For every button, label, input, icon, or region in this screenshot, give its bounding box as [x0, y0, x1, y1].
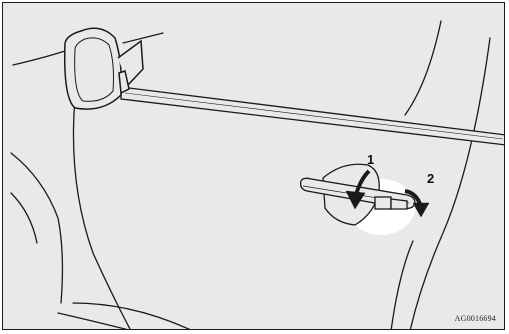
car-door-illustration: 1 2 — [3, 3, 505, 330]
belt-trim — [121, 87, 505, 145]
callout-2: 2 — [427, 171, 434, 186]
callout-1: 1 — [367, 152, 374, 167]
figure-frame: 1 2 AG0016694 — [2, 2, 505, 330]
figure-code: AG0016694 — [455, 314, 496, 323]
